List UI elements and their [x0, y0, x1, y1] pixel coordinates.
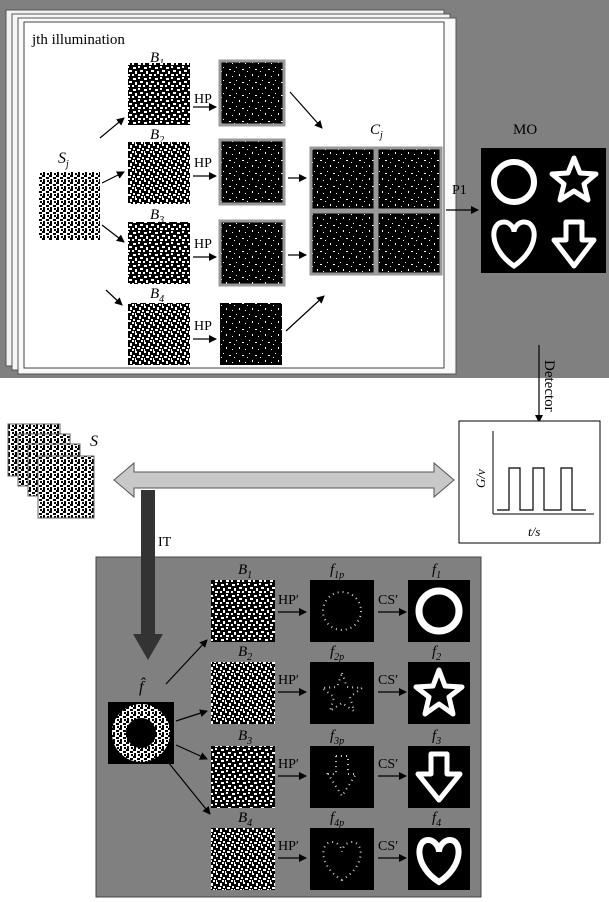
row-4-f-label: f4: [432, 810, 441, 829]
reconstruction-label: f̂: [139, 677, 146, 696]
row-2-cs: CS′: [378, 673, 398, 688]
hp-arrows: [193, 103, 217, 343]
row-1-hp: HP′: [278, 593, 299, 608]
stack-label: S: [90, 433, 98, 450]
row-3-f-label: f3: [432, 728, 441, 747]
row-2-fp-label: f2p: [330, 644, 344, 663]
branch-4-label: B4: [150, 286, 164, 305]
illumination-title: jth illumination: [31, 32, 125, 48]
arrow-shape: [415, 751, 463, 803]
reconstruction-branch-arrows: [165, 639, 211, 815]
row-2-f-label: f2: [432, 644, 441, 663]
branch-2: B2 HP: [128, 127, 286, 206]
row-2-b-pattern: [211, 662, 275, 724]
double-arrow: [113, 461, 455, 499]
detector-y-axis-label: G/v: [473, 469, 488, 488]
branch-1: B1 HP: [128, 50, 286, 127]
row-1-b-label: B1: [238, 562, 252, 581]
branch-4-hp: HP: [194, 319, 212, 334]
row-3-b-pattern: [211, 746, 275, 808]
row-3-hp: HP′: [278, 757, 299, 772]
row-2-b-label: B2: [238, 644, 252, 663]
row-3-fp-label: f3p: [330, 728, 344, 747]
row-2-fp-image: [310, 662, 374, 724]
detector-signal-plot: G/v t/s: [458, 420, 601, 544]
source-to-branch-arrows: [99, 117, 125, 306]
it-arrow: [133, 490, 163, 660]
mo-label: MO: [513, 122, 537, 138]
branch-3-pattern: [128, 222, 190, 284]
branch-2-label: B2: [150, 127, 164, 146]
row-1-fp-label: f1p: [330, 562, 344, 581]
row-3-cs: CS′: [378, 757, 398, 772]
branch-3-filtered: [218, 219, 286, 287]
branch-3-label: B3: [150, 207, 164, 226]
source-label: Sj: [58, 150, 69, 170]
reconstruction-image: [108, 702, 174, 764]
speckle-stack: [7, 423, 95, 519]
row-1-f-label: f1: [432, 562, 441, 581]
row-3-b-label: B3: [238, 728, 252, 747]
branch-1-pattern: [128, 63, 190, 125]
combined-pattern-grid: [309, 146, 443, 276]
branch-2-pattern: [128, 142, 190, 204]
branch-3: B3 HP: [128, 207, 286, 287]
mask-object: [481, 148, 606, 273]
recon-row-3: B3 HP′ f3p CS′ f3: [211, 728, 470, 808]
it-label: IT: [158, 535, 172, 550]
recon-row-4: B4 HP′ f4p CS′ f4: [211, 810, 470, 890]
branch-4-pattern: [128, 303, 190, 365]
source-speckle-pattern: [38, 172, 100, 240]
row-1-b-pattern: [211, 580, 275, 642]
p1-label: P1: [452, 183, 467, 198]
row-4-hp: HP′: [278, 839, 299, 854]
detector-label: Detector: [541, 360, 557, 412]
row-1-fp-image: [310, 580, 374, 642]
row-4-b-pattern: [211, 828, 275, 890]
row-4-fp-label: f4p: [330, 810, 344, 829]
recon-row-2: B2 HP′ f2p CS′ f2: [211, 644, 470, 724]
row-4-cs: CS′: [378, 839, 398, 854]
combined-label: Cj: [370, 122, 383, 141]
branch-4-filtered: [220, 303, 282, 365]
branch-1-filtered: [218, 59, 286, 127]
heart-shape: [416, 836, 462, 886]
row-4-b-label: B4: [238, 810, 252, 829]
recon-row-1: B1 HP′ f1p CS′ f1: [211, 562, 470, 642]
branch-2-hp: HP: [194, 156, 212, 171]
branch-4: B4 HP: [128, 286, 282, 365]
row-2-hp: HP′: [278, 673, 299, 688]
star-shape: [413, 667, 465, 717]
to-combined-arrows: [285, 91, 325, 332]
branch-1-hp: HP: [194, 92, 212, 107]
branch-2-filtered: [218, 138, 286, 206]
circle-shape: [415, 587, 463, 635]
branch-3-hp: HP: [194, 237, 212, 252]
detector-x-axis-label: t/s: [528, 524, 540, 539]
row-1-cs: CS′: [378, 593, 398, 608]
